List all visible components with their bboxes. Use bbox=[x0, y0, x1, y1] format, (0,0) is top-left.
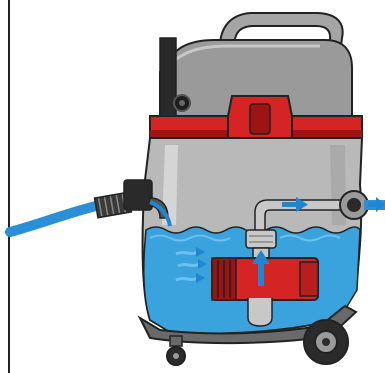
rear-wheel bbox=[304, 320, 348, 364]
pump-pipe-bend bbox=[248, 298, 272, 326]
pump-motor bbox=[212, 258, 318, 300]
pipe-fitting bbox=[246, 230, 276, 248]
inlet-port bbox=[124, 180, 152, 210]
front-caster-wheel bbox=[167, 336, 185, 365]
